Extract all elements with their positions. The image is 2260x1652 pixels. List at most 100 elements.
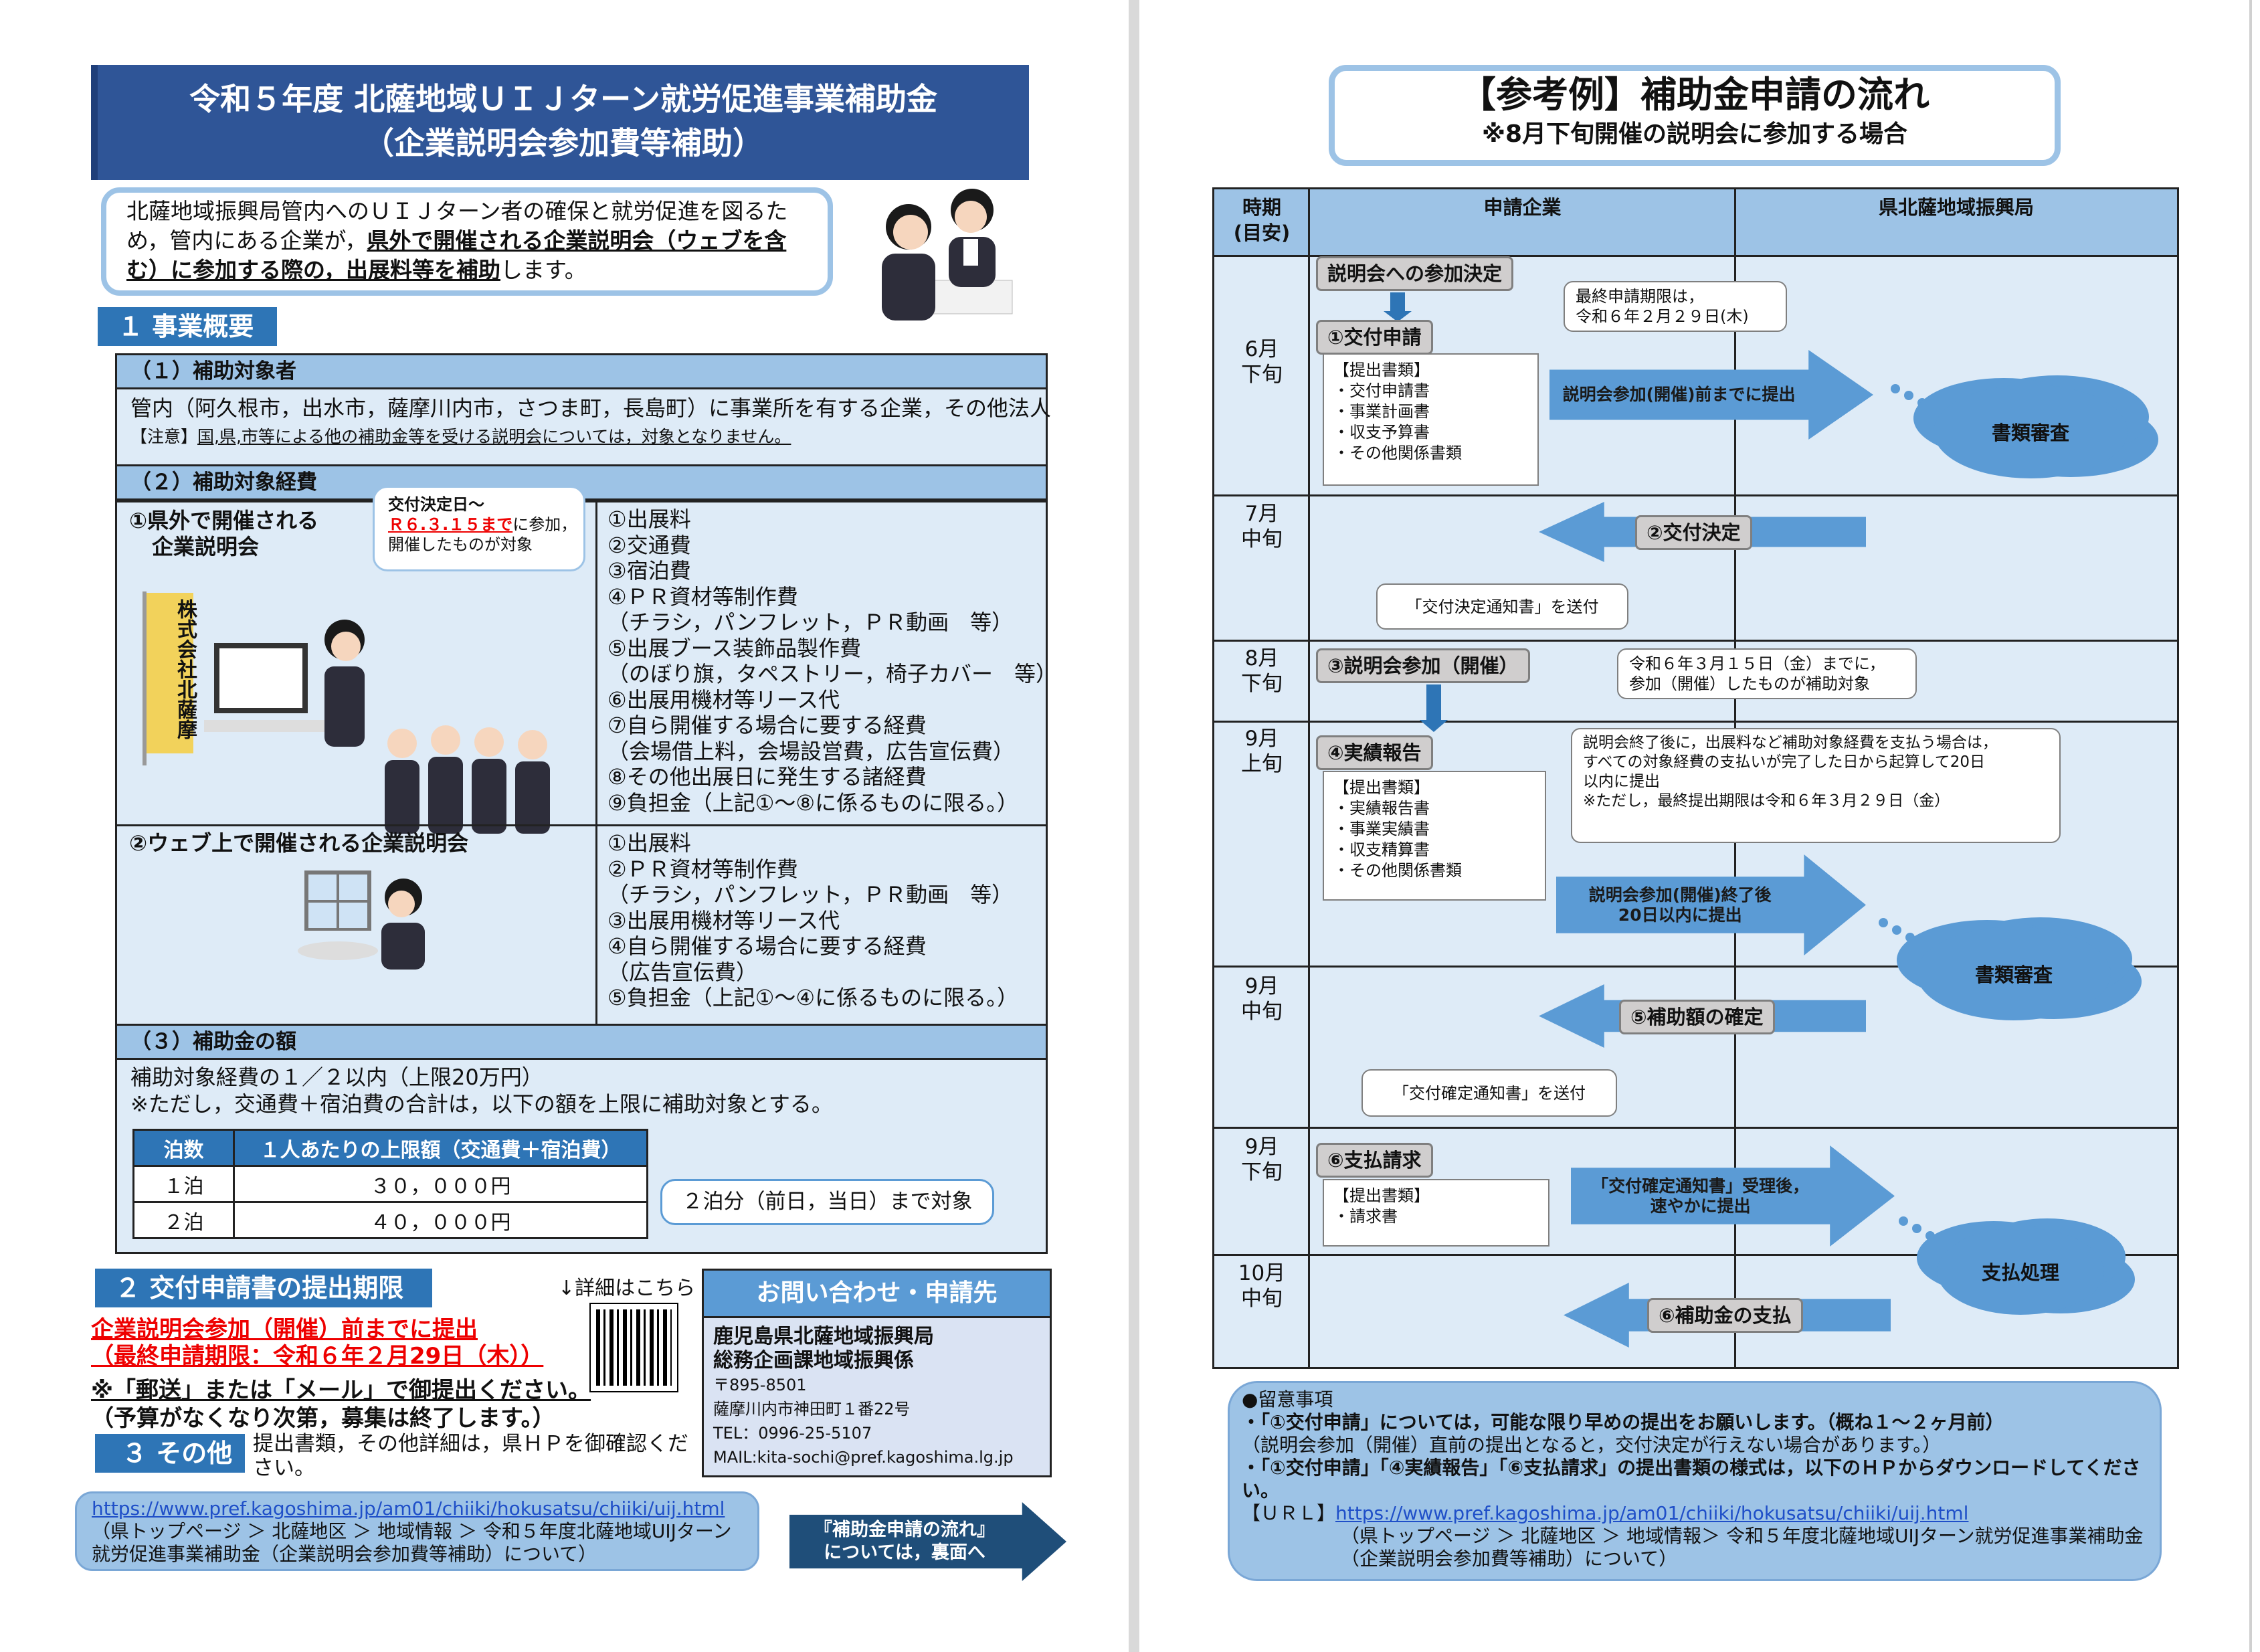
notes-path-2: （企業説明会参加費等補助）について） [1341,1548,1678,1570]
contact-mail[interactable]: MAIL:kita-sochi@pref.kagoshima.lg.jp [713,1448,1014,1467]
doc-item: ・事業実績書 [1333,820,1430,838]
section-1-heading: １ 事業概要 [98,307,277,346]
arrow-line: 説明会参加(開催)終了後 [1588,885,1772,905]
down-arrow-head-icon [1384,311,1412,322]
doc-item: ・事業計画書 [1333,402,1430,421]
row1-label-line1: ①県外で開催される [129,508,319,533]
expense-item: （会場借上料，会場設営費，広告宣伝費） [607,738,1015,764]
submit-before-arrow: 説明会参加(開催)前までに提出 [1562,385,1796,404]
expense-item: ①出展料 [607,830,691,856]
month: 8月 [1244,646,1279,670]
row1-label-line2: 企業説明会 [152,533,260,559]
note-1: ・「①交付申請」については，可能な限り早めの提出をお願いします。（概ね１～２ヶ月… [1242,1411,2004,1433]
title-line-1: 令和５年度 北薩地域ＵＩＪターン就労促進事業補助金 [189,81,937,117]
column-divider [595,500,597,1025]
title-line-2: （企業説明会参加費等補助） [363,125,763,161]
contact-section: 総務企画課地域振興係 [713,1349,914,1372]
subsidy-rate: 補助対象経費の１／２以内（上限20万円） [130,1065,543,1090]
website-link[interactable]: https://www.pref.kagoshima.jp/am01/chiik… [92,1497,725,1520]
period-sub-label: (目安) [1233,221,1291,244]
expense-item: ④ＰＲ資材等制作費 [607,583,798,610]
expense-item: （チラシ，パンフレット，ＰＲ動画 等） [607,610,1014,635]
expense-item: ①出展料 [607,507,691,532]
callout-line: すべての対象経費の支払いが完了した日から起算して20日 [1583,753,1986,771]
page-edge [2249,0,2252,1652]
subsidy-cap-note: ※ただし，交通費＋宿泊費の合計は，以下の額を上限に補助対象とする。 [130,1091,833,1117]
doc-item: 【提出書類】 [1333,1186,1430,1205]
flow-title-box: 【参考例】補助金申請の流れ ※8月下旬開催の説明会に参加する場合 [1329,65,2061,166]
notes-title: ●留意事項 [1242,1388,1333,1410]
arrow-line: 「交付確定通知書」受理後， [1592,1176,1810,1196]
qr-label: ↓詳細はこちら [558,1277,696,1300]
report-docs-list: 【提出書類】・実績報告書・事業実績書・収支精算書・その他関係書類 [1323,771,1546,901]
callout-line3: 開催したものが対象 [388,535,533,554]
back-arrow-line2: については，裏面へ [824,1542,985,1563]
step-decide-participation: 説明会への参加決定 [1316,256,1514,291]
month: 6月 [1244,337,1279,361]
overview-table: （１）補助対象者 管内（阿久根市，出水市，薩摩川内市，さつま町，長島町）に事業所… [115,353,1057,1254]
expense-item: ④自ら開催する場合に要する経費 [607,933,927,959]
header-cap: １人あたりの上限額（交通費＋宿泊費） [233,1129,648,1167]
report-rule-callout: 説明会終了後に，出展料など補助対象経費を支払う場合は， すべての対象経費の支払いが… [1571,728,2061,843]
step-grant-decision: ②交付決定 [1635,515,1752,550]
expense-item: ③出展用機材等リース代 [607,907,840,933]
consultation-illustration [882,189,1013,320]
back-arrow-line1: 『補助金申請の流れ』 [814,1520,995,1540]
period-sep-late: 9月下旬 [1214,1134,1309,1185]
intro-emphasis: 県外で開催される企業説明会（ウェブを含む）に参加する際の，出展料等を補助 [126,227,787,283]
expense-item: （広告宣伝費） [607,959,758,985]
deadline-line2: （最終申請期限：令和６年２月29日（木）） [91,1343,544,1370]
qr-code[interactable] [589,1303,678,1392]
header-period: 時期(目安) [1214,189,1309,257]
budget-note: （予算がなくなり次第，募集は終了します。） [91,1405,555,1432]
expense-item: ⑤出展ブース装飾品製作費 [607,635,862,661]
callout-line: 説明会終了後に，出展料など補助対象経費を支払う場合は， [1583,734,1998,751]
expense-item: ②ＰＲ資材等制作費 [607,856,798,882]
expense-item: （のぼり旗，タペストリー，椅子カバー 等） [607,661,1058,686]
section-2-heading: ２ 交付申請書の提出期限 [95,1269,432,1307]
confirm-notice-callout: 「交付確定通知書」を送付 [1361,1069,1617,1117]
notes-website-link[interactable]: https://www.pref.kagoshima.jp/am01/chiik… [1335,1502,1969,1524]
expense-item: ⑧その他出展日に発生する諸経費 [607,764,927,790]
url-box: https://www.pref.kagoshima.jp/am01/chiik… [75,1491,759,1571]
down-arrow-icon [1390,292,1405,312]
arrow-line: 20日以内に提出 [1618,905,1742,925]
step-payment: ⑥補助金の支払 [1647,1298,1803,1333]
down-arrow-icon [1426,684,1441,722]
note-text: 国,県,市等による他の補助金等を受ける説明会については，対象となりません。 [197,427,791,446]
row2-label: ②ウェブ上で開催される企業説明会 [129,830,469,856]
row2-expense-list: ①出展料 ②ＰＲ資材等制作費 （チラシ，パンフレット，ＰＲ動画 等） ③出展用機… [607,830,1018,1011]
mail-note: ※「郵送」または「メール」で御提出ください。 [91,1377,591,1404]
contact-tel[interactable]: TEL：0996-25-5107 [713,1424,872,1443]
phase: 中旬 [1241,1287,1283,1311]
callout-line: 最終申請期限は， [1576,287,1704,306]
see-back-arrow: 『補助金申請の流れ』 については，裏面へ [789,1502,1066,1581]
flyer-title-banner: 令和５年度 北薩地域ＵＩＪターン就労促進事業補助金 （企業説明会参加費等補助） [98,65,1029,180]
job-fair-illustration [143,591,550,834]
header-nights: 泊数 [132,1129,235,1167]
phase: 中旬 [1241,1000,1283,1024]
deadline-text: 企業説明会参加（開催）前までに提出 （最終申請期限：令和６年２月29日（木）） [91,1316,543,1370]
url-path-line1: （県トップページ ＞ 北薩地区 ＞ 地域情報 ＞ 令和５年度北薩地域UIJターン [92,1520,732,1542]
intro-box: 北薩地域振興局管内へのＵＩＪターン者の確保と就労促進を図るため，管内にある企業が… [101,187,833,296]
submit-claim-arrow: 「交付確定通知書」受理後，速やかに提出 [1571,1145,1895,1247]
step-claim: ⑥支払請求 [1316,1143,1433,1178]
phase: 下旬 [1241,672,1283,696]
phase: 中旬 [1241,527,1283,551]
callout-deadline: Ｒ６.３.１５まで [388,515,513,534]
phase: 上旬 [1241,752,1283,776]
section-3-heading: ３ その他 [95,1434,245,1473]
month: 9月 [1244,727,1279,751]
arrow-line: 速やかに提出 [1650,1196,1751,1216]
doc-item: ・収支予算書 [1333,423,1430,442]
expense-item: ⑥出展用機材等リース代 [607,686,840,713]
right-arrow-icon [789,1502,1066,1581]
month: 9月 [1244,1135,1279,1159]
eligible-recipients: 管内（阿久根市，出水市，薩摩川内市，さつま町，長島町）に事業所を有する企業，その… [130,395,1052,421]
callout-line: 参加（開催）したものが補助対象 [1629,674,1870,693]
callout-line2: に参加， [512,515,577,534]
flow-title: 【参考例】補助金申請の流れ [1460,74,1929,116]
doc-item: 【提出書類】 [1333,361,1430,379]
